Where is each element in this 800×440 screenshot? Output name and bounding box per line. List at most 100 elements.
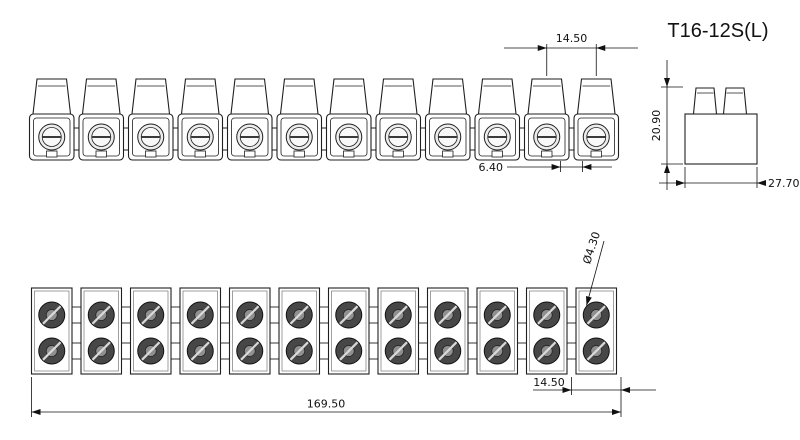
unit-link <box>467 342 478 360</box>
unit-body-inner <box>529 290 565 372</box>
screw-tower <box>279 78 319 115</box>
unit-link <box>269 342 280 360</box>
screw-tower <box>329 78 369 115</box>
side-screw-tower <box>722 87 748 115</box>
arrowhead <box>551 164 561 170</box>
screw-slot <box>141 305 161 325</box>
unit-link <box>517 342 527 360</box>
dim-pitch-bottom: 14.50 <box>533 376 656 417</box>
arrowhead <box>676 180 685 186</box>
dim-notch-width: 6.40 <box>479 161 612 174</box>
bottom-notch <box>244 150 256 158</box>
unit-link <box>71 306 82 324</box>
front-terminal-unit <box>28 78 80 161</box>
arrowhead <box>757 180 766 186</box>
screw-tower <box>81 78 121 115</box>
screw-slot <box>42 305 62 325</box>
dim-side-width: 27.70 <box>659 167 800 190</box>
front-view <box>28 78 620 161</box>
screw-slot <box>487 305 507 325</box>
bottom-terminal-unit <box>129 287 181 375</box>
bottom-notch <box>392 150 404 158</box>
bottom-notch <box>95 150 107 158</box>
screw-slot <box>240 305 260 325</box>
screw-slot <box>190 341 210 361</box>
front-terminal-unit <box>226 78 278 161</box>
unit-link <box>517 306 527 324</box>
unit-link <box>170 306 181 324</box>
unit-link <box>420 127 426 151</box>
unit-link <box>418 306 428 324</box>
bottom-notch <box>442 150 454 158</box>
unit-link <box>368 342 379 360</box>
screw-slot <box>289 305 309 325</box>
front-terminal-unit <box>375 78 426 161</box>
unit-link <box>566 342 577 360</box>
screw-slot <box>438 305 458 325</box>
screw-tower <box>477 78 517 115</box>
unit-link <box>319 306 329 324</box>
screw-slot <box>91 341 111 361</box>
screw-slot <box>586 305 606 325</box>
arrowhead <box>586 296 592 306</box>
screw-tower <box>131 78 171 115</box>
screw-slot <box>91 305 111 325</box>
arrowhead <box>596 45 606 51</box>
bottom-notch <box>194 150 206 158</box>
screw-slot <box>339 341 359 361</box>
unit-link <box>467 306 478 324</box>
unit-body-inner <box>479 290 515 372</box>
bottom-notch <box>46 150 58 158</box>
side-view <box>684 87 758 165</box>
unit-link <box>271 127 278 151</box>
unit-link <box>319 342 329 360</box>
leader-line <box>586 240 605 306</box>
unit-link <box>568 127 575 151</box>
screw-slot <box>339 305 359 325</box>
screw-tower <box>527 78 567 115</box>
unit-body-inner <box>133 290 169 372</box>
bottom-terminal-unit <box>575 287 618 375</box>
screw-tower <box>378 78 418 115</box>
screw-slot <box>141 341 161 361</box>
front-terminal-unit <box>573 78 620 161</box>
bottom-notch <box>293 150 305 158</box>
unit-body-inner <box>281 290 317 372</box>
bottom-terminal-unit <box>327 287 379 375</box>
arrowhead <box>537 45 547 51</box>
unit-link <box>222 127 228 151</box>
unit-link <box>519 127 525 151</box>
unit-link <box>121 342 131 360</box>
front-terminal-unit <box>523 78 575 161</box>
screw-slot <box>388 305 408 325</box>
dim-overall-length: 169.50 <box>31 377 621 417</box>
bottom-notch <box>541 150 553 158</box>
screw-tower <box>180 78 220 115</box>
unit-body-inner <box>578 290 614 372</box>
screw-slot <box>388 341 408 361</box>
unit-link <box>220 342 230 360</box>
front-terminal-unit <box>325 78 377 161</box>
unit-link <box>172 127 179 151</box>
bottom-terminal-unit <box>278 287 329 375</box>
unit-link <box>566 306 577 324</box>
dim-pitch-top: 14.50 <box>504 32 638 76</box>
screw-slot <box>438 341 458 361</box>
part-number-title: T16-12S(L) <box>667 20 768 42</box>
unit-link <box>170 342 181 360</box>
screw-tower <box>32 78 72 115</box>
dim-label-pitch-top: 14.50 <box>556 32 588 45</box>
screw-tower <box>576 78 616 115</box>
front-terminal-unit <box>424 78 476 161</box>
front-terminal-unit <box>474 78 525 161</box>
side-body <box>684 113 758 165</box>
unit-link <box>123 127 129 151</box>
dim-label-side-width: 27.70 <box>768 177 800 190</box>
screw-slot <box>240 341 260 361</box>
bottom-notch <box>145 150 157 158</box>
dim-side-height: 20.90 <box>650 60 683 190</box>
screw-slot <box>190 305 210 325</box>
unit-link <box>73 127 80 151</box>
arrowhead <box>621 387 630 393</box>
unit-link <box>71 342 82 360</box>
